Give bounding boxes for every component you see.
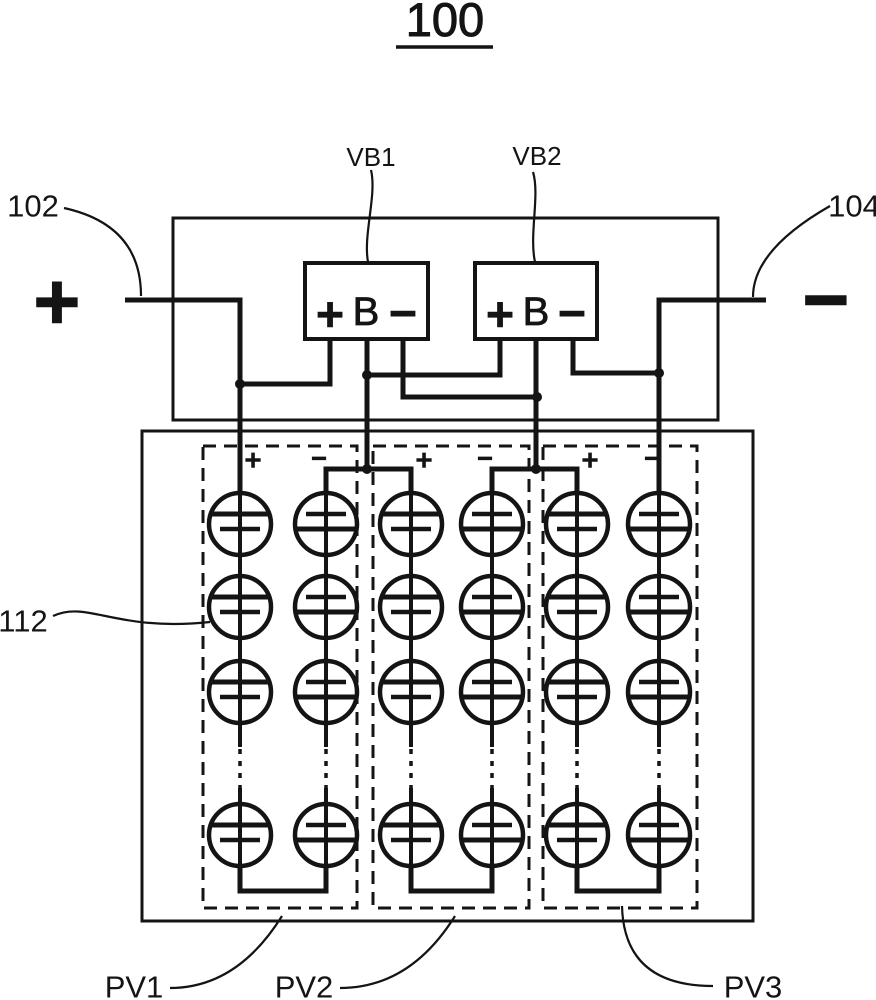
pv2-label: PV2 [275, 970, 334, 1000]
pv-cell [209, 576, 271, 638]
pv-cell [546, 804, 608, 866]
pv-string-cells-PV2: +− [380, 443, 523, 891]
pv-cell [380, 493, 442, 555]
string-plus-mark: + [416, 445, 432, 476]
pv-panel-box [142, 431, 753, 921]
pv-cell [295, 576, 357, 638]
leader-vb1 [367, 170, 373, 262]
pv-cell [295, 661, 357, 723]
pv-cell [295, 493, 357, 555]
pv1-label: PV1 [105, 970, 164, 1000]
battery2-plus-symbol: + [487, 288, 514, 340]
negative-bus-wire [659, 300, 766, 493]
vb2-plus-stub-wire [367, 339, 500, 375]
pv-cell [380, 576, 442, 638]
battery1-minus-symbol: − [390, 287, 417, 339]
pv-cell [628, 804, 690, 866]
junction-dot [362, 464, 372, 474]
pv-cell [546, 576, 608, 638]
pv-cell [209, 804, 271, 866]
pv-cell [295, 804, 357, 866]
pv-cell [461, 804, 523, 866]
pv3-label: PV3 [724, 970, 783, 1000]
cell-ref-112: 112 [0, 604, 48, 639]
leader-vb2 [533, 172, 535, 262]
pv-cell [380, 661, 442, 723]
pv-cell [209, 493, 271, 555]
positive-terminal-ref: 102 [7, 189, 59, 224]
pv-string-cells-PV1: +− [209, 443, 357, 891]
string-plus-mark: + [245, 445, 261, 476]
leader-pv3 [622, 906, 713, 986]
junction-dot [532, 392, 542, 402]
pv-cell [546, 493, 608, 555]
positive-terminal-symbol: + [35, 260, 79, 345]
vb2-minus-stub-wire [573, 339, 659, 373]
junction-dot [362, 370, 372, 380]
battery2-letter: B [523, 290, 550, 334]
junction-dot [654, 368, 664, 378]
string-plus-mark: + [582, 445, 598, 476]
pv-cell [461, 661, 523, 723]
vb1-plus-stub-wire [240, 339, 330, 384]
battery1-letter: B [353, 290, 380, 334]
battery1-label: VB1 [346, 142, 395, 172]
leader-112 [53, 611, 210, 624]
negative-terminal-ref: 104 [828, 189, 876, 224]
pv-cell [628, 493, 690, 555]
string-u-connector [240, 866, 326, 891]
pv-cell [461, 576, 523, 638]
figure-number: 100 [406, 0, 484, 46]
junction-dot [531, 464, 541, 474]
leader-pv2 [340, 916, 455, 988]
string-u-connector [411, 866, 492, 891]
vb1-minus-stub-wire [403, 339, 537, 397]
string-minus-mark: − [644, 443, 659, 473]
pv-cell [628, 661, 690, 723]
junction-dot [235, 379, 245, 389]
pv-cell [209, 661, 271, 723]
negative-terminal-symbol: − [804, 258, 848, 343]
leader-pv1 [170, 916, 282, 988]
pv-cells-layer: +−+−+− [209, 443, 690, 891]
battery2-minus-symbol: − [559, 287, 586, 339]
pv-cell [546, 661, 608, 723]
pv-cell [628, 576, 690, 638]
pv-string-cells-PV3: +− [546, 443, 690, 891]
string-u-connector [577, 866, 659, 891]
converter-box [173, 218, 718, 420]
battery1-plus-symbol: + [317, 288, 344, 340]
string-minus-mark: − [477, 443, 492, 473]
pv-cell [380, 804, 442, 866]
battery2-label: VB2 [512, 141, 561, 171]
pv-cell [461, 493, 523, 555]
string-minus-mark: − [311, 443, 326, 473]
